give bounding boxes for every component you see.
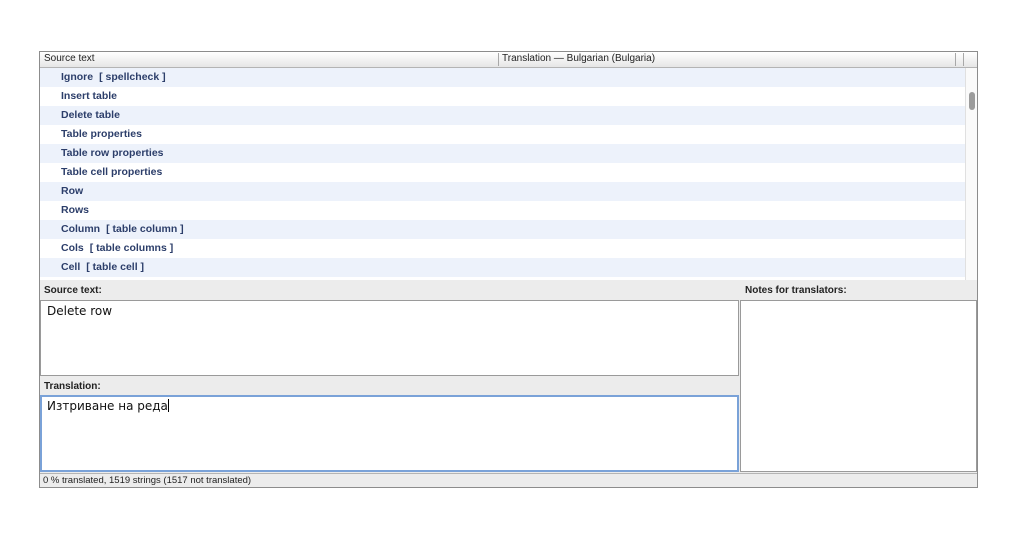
list-item[interactable]: Cols [ table columns ] bbox=[40, 239, 965, 258]
list-header: Source text Translation — Bulgarian (Bul… bbox=[40, 52, 977, 68]
column-separator[interactable] bbox=[498, 53, 499, 66]
source-string: Row bbox=[61, 185, 84, 197]
status-text: 0 % translated, 1519 strings (1517 not t… bbox=[43, 475, 252, 486]
source-string: Table row properties bbox=[61, 147, 164, 159]
list-item[interactable]: Table cell properties bbox=[40, 163, 965, 182]
translation-value[interactable]: Изтриване на реда bbox=[47, 399, 168, 413]
list-item[interactable]: Insert table bbox=[40, 87, 965, 106]
source-text-field: Delete row bbox=[40, 300, 739, 376]
source-string: Insert table bbox=[61, 90, 118, 102]
translation-editor-window: Source text Translation — Bulgarian (Bul… bbox=[39, 51, 978, 488]
list-item[interactable]: Row bbox=[40, 182, 965, 201]
source-string: Rows bbox=[61, 204, 90, 216]
notes-field bbox=[740, 300, 977, 472]
context-hint: [ table column ] bbox=[106, 223, 184, 235]
source-string: Ignore bbox=[61, 71, 94, 83]
list-scrollbar[interactable] bbox=[965, 68, 977, 280]
list-item[interactable]: Table row properties bbox=[40, 144, 965, 163]
source-string: Cell bbox=[61, 261, 81, 273]
source-string: Table cell properties bbox=[61, 166, 163, 178]
column-header-translation[interactable]: Translation — Bulgarian (Bulgaria) bbox=[502, 53, 656, 64]
list-item[interactable]: Ignore [ spellcheck ] bbox=[40, 68, 965, 87]
column-header-source[interactable]: Source text bbox=[44, 53, 95, 64]
context-hint: [ spellcheck ] bbox=[99, 71, 166, 83]
context-hint: [ table columns ] bbox=[89, 242, 174, 254]
list-item[interactable]: Column [ table column ] bbox=[40, 220, 965, 239]
notes-label: Notes for translators: bbox=[745, 285, 847, 296]
list-item[interactable]: Cell [ table cell ] bbox=[40, 258, 965, 277]
column-separator bbox=[963, 53, 964, 66]
translation-label: Translation: bbox=[44, 381, 101, 392]
translation-field[interactable]: Изтриване на реда bbox=[40, 395, 739, 472]
source-string: Column bbox=[61, 223, 101, 235]
source-text-value: Delete row bbox=[47, 304, 113, 318]
source-text-label: Source text: bbox=[44, 285, 102, 296]
source-string: Delete table bbox=[61, 109, 120, 121]
status-bar: 0 % translated, 1519 strings (1517 not t… bbox=[40, 473, 977, 487]
source-string: Table properties bbox=[61, 128, 142, 140]
source-string: Cols bbox=[61, 242, 84, 254]
list-item[interactable]: Delete table bbox=[40, 106, 965, 125]
list-item[interactable]: Rows bbox=[40, 201, 965, 220]
context-hint: [ table cell ] bbox=[86, 261, 145, 273]
column-separator[interactable] bbox=[955, 53, 956, 66]
scrollbar-thumb[interactable] bbox=[969, 92, 975, 110]
text-caret bbox=[167, 399, 169, 412]
list-item[interactable]: Table properties bbox=[40, 125, 965, 144]
